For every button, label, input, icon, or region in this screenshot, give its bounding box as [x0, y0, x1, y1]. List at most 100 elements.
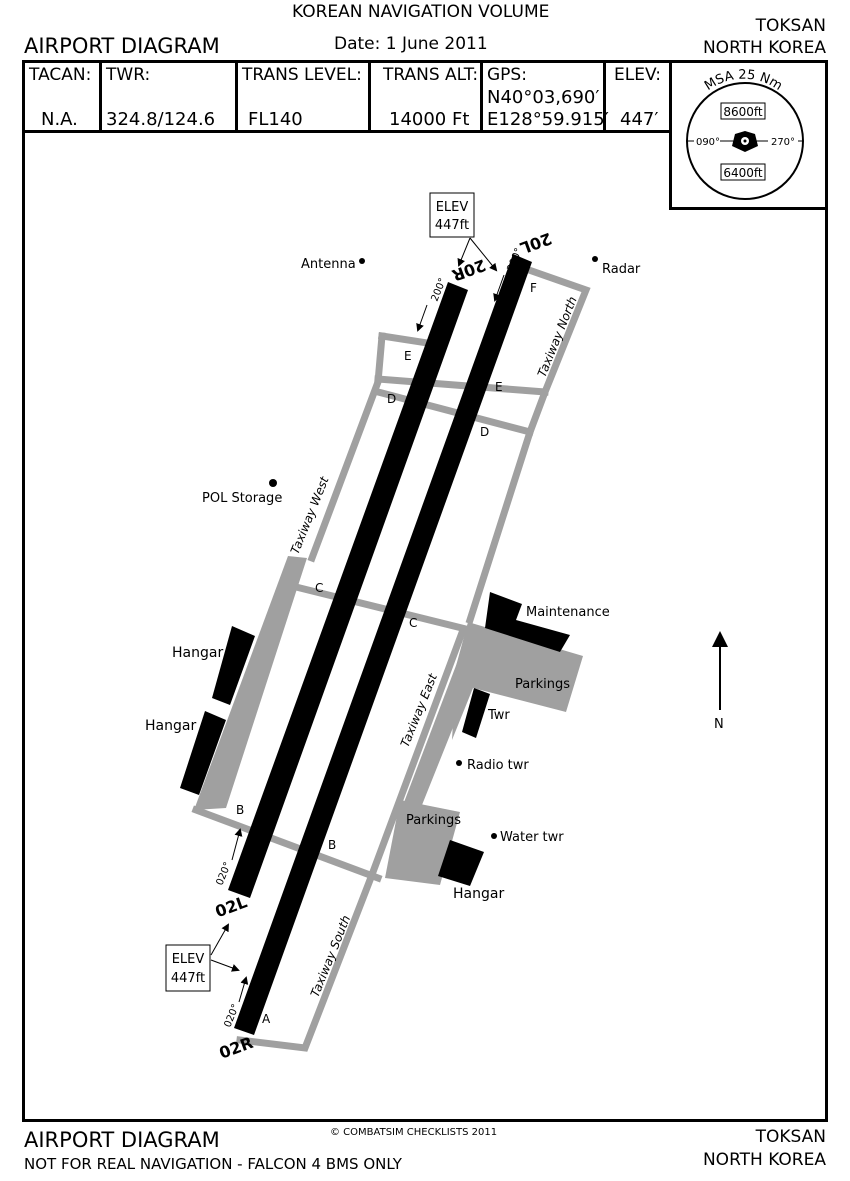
taxiway-e-segment	[374, 375, 549, 396]
msa-north-alt: 8600ft	[723, 105, 763, 119]
footer-title: AIRPORT DIAGRAM	[24, 1128, 220, 1152]
elev-value: 447′	[620, 109, 659, 130]
elev-box-north-line1: ELEV	[436, 200, 469, 215]
runway-20L-02R	[234, 254, 532, 1035]
gps-longitude: E128°59.915′	[487, 109, 609, 130]
trans-alt-value: 14000 Ft	[389, 109, 470, 130]
taxiway-letter-b1: B	[236, 803, 244, 817]
tacan-cell: TACAN: N.A.	[25, 62, 102, 132]
airport-name: TOKSAN	[755, 16, 826, 36]
footer-country: NORTH KOREA	[702, 1150, 826, 1170]
msa-right-bearing: 270°	[771, 137, 795, 148]
taxiway-letter-c1: C	[315, 581, 323, 595]
tacan-value: N.A.	[41, 109, 78, 130]
trans-alt-cell: TRANS ALT: 14000 Ft	[371, 62, 483, 132]
parkings-north-label: Parkings	[515, 677, 570, 692]
chart-date: Date: 1 June 2011	[334, 34, 488, 54]
msa-north-box	[720, 102, 766, 120]
radar-label: Radar	[602, 262, 641, 277]
gps-cell: GPS: N40°03,690′ E128°59.915′	[483, 62, 609, 132]
runway-20R-02L	[228, 282, 468, 898]
taxiway-letter-c2: C	[409, 616, 417, 630]
taxiway-letter-d2: D	[480, 425, 489, 439]
twr-label: Twr	[487, 708, 510, 723]
hangar-label-1: Hangar	[172, 645, 223, 661]
twr-cell: TWR: 324.8/124.6	[102, 62, 238, 132]
parking-apron-north	[452, 622, 583, 740]
elev-box-north	[429, 192, 475, 238]
hangar-building-3	[438, 840, 484, 886]
runway-20R-label: 20R	[449, 255, 488, 285]
volume-title: KOREAN NAVIGATION VOLUME	[292, 2, 550, 22]
taxiway-b-segment	[191, 805, 383, 883]
antenna-label: Antenna	[301, 257, 356, 272]
radio-twr-dot-icon	[456, 760, 462, 766]
hangar-label-3: Hangar	[453, 886, 504, 902]
diagram-frame	[22, 60, 828, 1122]
hangar-building-1	[212, 626, 255, 705]
msa-south-alt: 6400ft	[723, 166, 763, 180]
runway-02R-label: 02R	[217, 1033, 256, 1063]
elev-box-south-line2: 447ft	[171, 971, 205, 986]
antenna-dot-icon	[359, 258, 365, 264]
elev-label: ELEV:	[614, 65, 661, 85]
pol-storage-dot-icon	[269, 479, 277, 487]
footer-disclaimer: NOT FOR REAL NAVIGATION - FALCON 4 BMS O…	[24, 1155, 402, 1173]
trans-level-cell: TRANS LEVEL: FL140	[238, 62, 371, 132]
copyright-text: © COMBATSIM CHECKLISTS 2011	[330, 1127, 497, 1138]
heading-arrow-20L	[493, 274, 505, 302]
taxiway-letter-e2: E	[495, 380, 503, 394]
twr-value: 324.8/124.6	[106, 109, 216, 130]
radar-dot-icon	[592, 256, 598, 262]
airport-country: NORTH KOREA	[702, 38, 826, 58]
elev-cell: ELEV: 447′	[606, 62, 672, 132]
heading-arrow-02L	[231, 828, 243, 861]
taxiway-letter-d1: D	[387, 392, 396, 406]
water-twr-dot-icon	[491, 833, 497, 839]
taxiway-west-apron	[194, 556, 307, 810]
msa-left-bearing: 090°	[696, 137, 720, 148]
elev-box-south	[165, 944, 211, 992]
taxiway-letter-a: A	[262, 1012, 271, 1026]
trans-alt-label: TRANS ALT:	[383, 65, 479, 85]
footer-airport: TOKSAN	[755, 1127, 826, 1147]
twr-label: TWR:	[106, 65, 151, 85]
taxiway-east-north	[465, 265, 591, 625]
heading-arrow-02R	[238, 976, 249, 1003]
hangar-building-2	[180, 711, 226, 795]
north-label: N	[714, 717, 724, 732]
taxiway-c-segment	[295, 583, 475, 635]
maintenance-label: Maintenance	[526, 605, 610, 620]
taxiway-network	[191, 265, 591, 1052]
parkings-south-label: Parkings	[406, 813, 461, 828]
hangar-label-2: Hangar	[145, 718, 196, 734]
tower-building	[462, 688, 490, 738]
parking-apron-south	[385, 800, 460, 885]
pol-storage-label: POL Storage	[202, 491, 282, 506]
msa-circle	[686, 82, 804, 200]
msa-box	[669, 60, 828, 210]
tacan-label: TACAN:	[29, 65, 92, 85]
gps-label: GPS:	[487, 65, 527, 85]
heading-arrow-20R	[416, 304, 428, 332]
info-bar-divider	[22, 130, 672, 133]
taxiway-letter-f: F	[530, 281, 537, 295]
elev-box-north-line2: 447ft	[435, 218, 469, 233]
trans-level-value: FL140	[248, 109, 303, 130]
msa-title: MSA 25 Nm	[702, 68, 785, 94]
vor-symbol-icon	[732, 131, 758, 152]
elev-box-south-line1: ELEV	[172, 952, 205, 967]
taxiway-letter-b2: B	[328, 838, 336, 852]
maintenance-building	[485, 592, 570, 652]
water-twr-label: Water twr	[500, 830, 564, 845]
runway-02L-label: 02L	[213, 892, 250, 921]
radio-twr-label: Radio twr	[467, 758, 529, 773]
page-title: AIRPORT DIAGRAM	[24, 34, 220, 58]
taxiway-d-segment	[373, 387, 535, 437]
gps-latitude: N40°03,690′	[487, 87, 600, 108]
msa-south-box	[720, 163, 766, 181]
taxiway-east-south	[236, 625, 468, 1052]
trans-level-label: TRANS LEVEL:	[242, 65, 362, 85]
taxiway-letter-e1: E	[404, 349, 412, 363]
